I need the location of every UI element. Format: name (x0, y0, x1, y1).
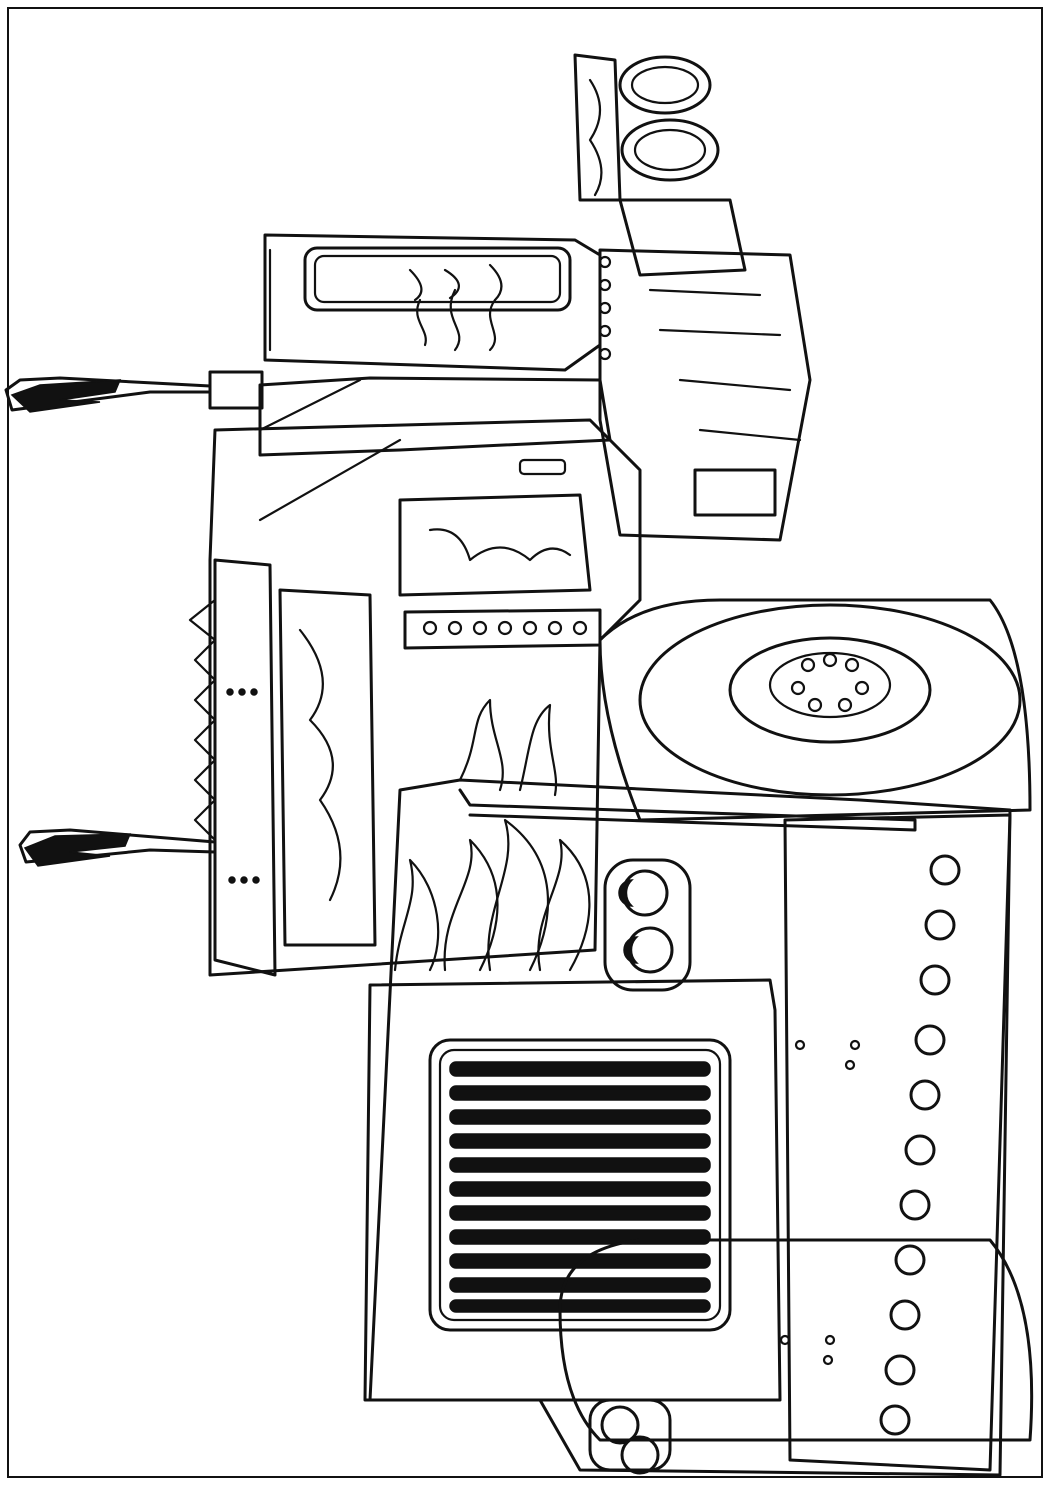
page-border (7, 7, 1043, 1478)
wheel-lugs (790, 652, 870, 713)
front-bumper (779, 813, 1012, 1472)
front-wheel (598, 598, 1032, 822)
door-handle (518, 458, 567, 476)
exhaust-stack-top (4, 370, 264, 413)
exhaust-stack-bottom (18, 828, 217, 867)
side-tank (598, 248, 812, 542)
flame-decal (393, 698, 591, 972)
rear-wheel (558, 1238, 1034, 1442)
door-rivets (422, 620, 588, 636)
air-horns (573, 53, 747, 277)
cab-rear (263, 233, 602, 372)
grille-bars (449, 1061, 711, 1313)
side-steps (188, 558, 377, 977)
radiator-grille (363, 978, 782, 1402)
rivet-column (598, 255, 612, 361)
headlights-lower (588, 1398, 672, 1475)
bumper-rivets (879, 854, 961, 1436)
headlights-upper (603, 858, 692, 992)
top-window (303, 246, 572, 312)
bumper-small-dots (779, 1039, 861, 1366)
